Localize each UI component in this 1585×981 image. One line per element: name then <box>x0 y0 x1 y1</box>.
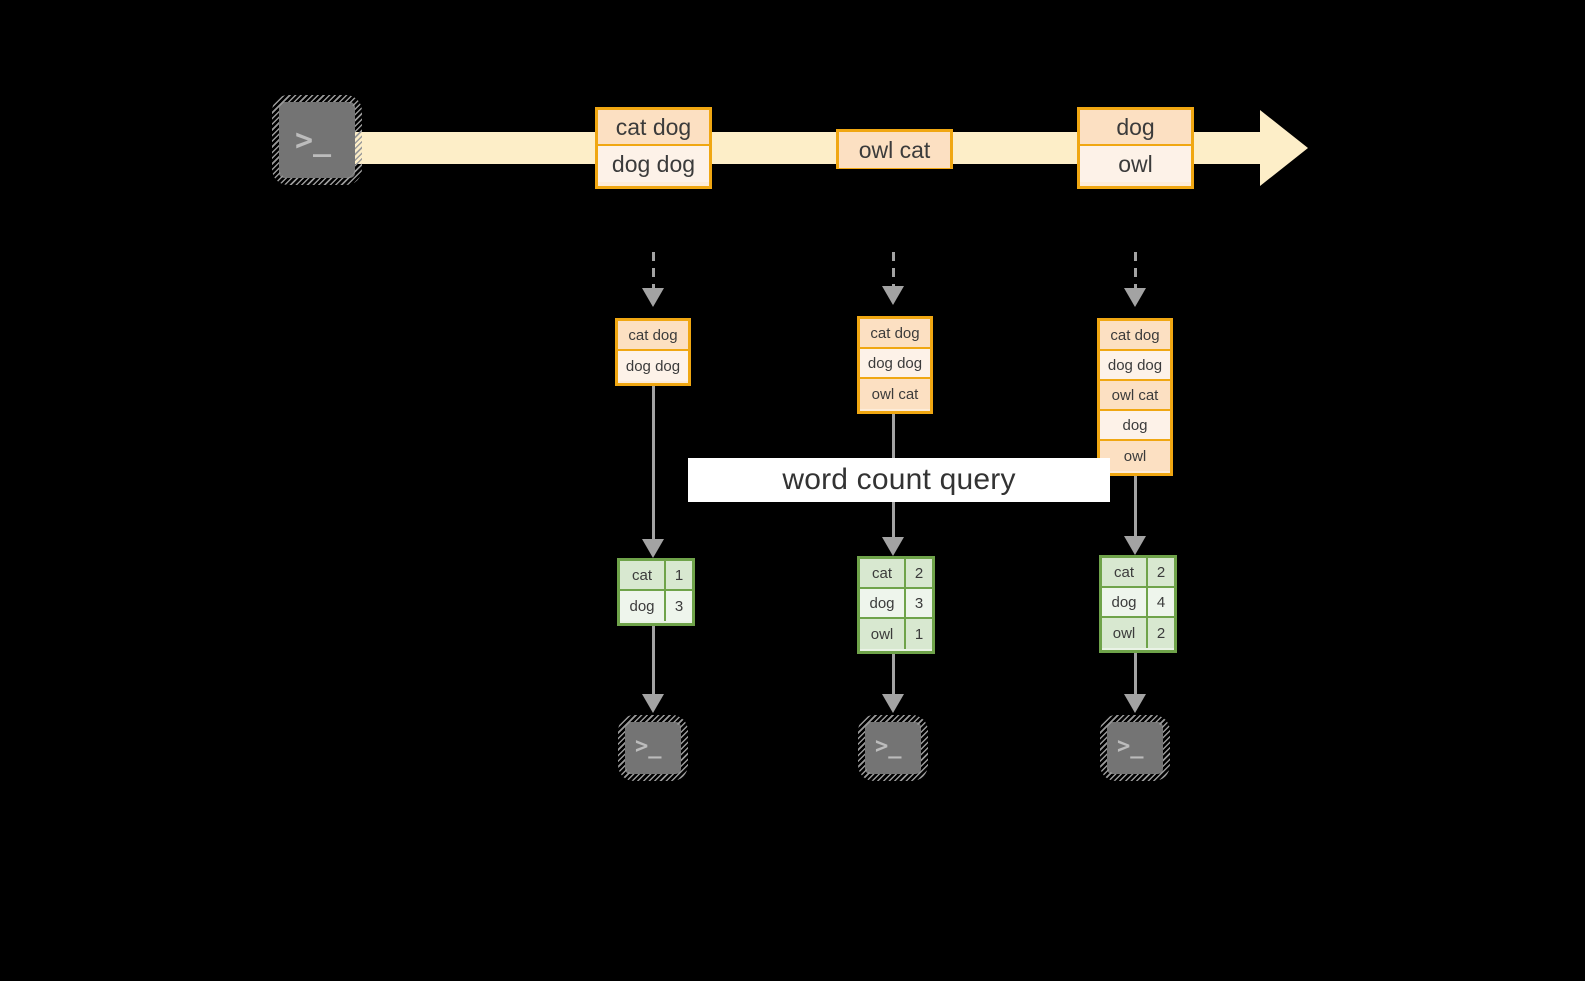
snapshot-input-box[interactable]: cat dog dog dog owl cat dog owl <box>1097 318 1173 476</box>
snapshot-input-line: dog dog <box>1100 351 1170 381</box>
count-cell: 1 <box>906 619 932 649</box>
arrowhead-icon <box>1124 536 1146 555</box>
word-cell: dog <box>860 589 906 617</box>
snapshot-input-line: cat dog <box>618 321 688 351</box>
terminal-prompt-glyph: >_ <box>295 123 332 158</box>
consumer-terminal-icon[interactable]: >_ <box>1100 715 1170 781</box>
word-cell: dog <box>1102 588 1148 616</box>
count-cell: 3 <box>666 591 692 621</box>
terminal-screen: >_ <box>279 102 355 178</box>
word-cell: cat <box>860 559 906 587</box>
word-cell: cat <box>620 561 666 589</box>
count-cell: 1 <box>666 561 692 589</box>
terminal-prompt-glyph: >_ <box>635 734 662 759</box>
arrowhead-icon <box>882 537 904 556</box>
arrowhead-icon <box>882 286 904 305</box>
arrowhead-icon <box>1124 288 1146 307</box>
arrowhead-icon <box>1124 694 1146 713</box>
word-count-table[interactable]: cat 1 dog 3 <box>617 558 695 626</box>
stream-tap-connector <box>651 252 655 298</box>
terminal-screen: >_ <box>1107 722 1163 774</box>
terminal-prompt-glyph: >_ <box>1117 734 1144 759</box>
table-row: cat 2 <box>860 559 932 589</box>
consumer-terminal-icon[interactable]: >_ <box>618 715 688 781</box>
table-row: dog 3 <box>620 591 692 621</box>
snapshot-input-line: dog dog <box>618 351 688 381</box>
stream-tap-connector <box>1133 252 1137 298</box>
word-cell: dog <box>620 591 666 621</box>
word-cell: owl <box>1102 618 1148 648</box>
stream-tap-connector <box>891 252 895 296</box>
table-row: dog 3 <box>860 589 932 619</box>
query-connector <box>651 386 655 544</box>
word-count-table[interactable]: cat 2 dog 4 owl 2 <box>1099 555 1177 653</box>
snapshot-input-line: owl cat <box>1100 381 1170 411</box>
stream-arrow-icon <box>330 110 1310 186</box>
snapshot-input-line: cat dog <box>1100 321 1170 351</box>
snapshot-input-box[interactable]: cat dog dog dog owl cat <box>857 316 933 414</box>
stream-message-line: dog <box>1080 110 1191 146</box>
word-cell: cat <box>1102 558 1148 586</box>
consumer-terminal-icon[interactable]: >_ <box>858 715 928 781</box>
stream-message-box[interactable]: owl cat <box>836 129 953 169</box>
snapshot-input-line: owl <box>1100 441 1170 471</box>
arrowhead-icon <box>642 539 664 558</box>
terminal-prompt-glyph: >_ <box>875 734 902 759</box>
terminal-screen: >_ <box>865 722 921 774</box>
snapshot-input-line: cat dog <box>860 319 930 349</box>
snapshot-input-box[interactable]: cat dog dog dog <box>615 318 691 386</box>
arrowhead-icon <box>882 694 904 713</box>
count-cell: 4 <box>1148 588 1174 616</box>
output-connector <box>651 626 655 698</box>
word-cell: owl <box>860 619 906 649</box>
query-label-text: word count query <box>782 463 1016 496</box>
stream-message-line: cat dog <box>598 110 709 146</box>
table-row: cat 1 <box>620 561 692 591</box>
table-row: cat 2 <box>1102 558 1174 588</box>
stream-message-line: owl <box>1080 146 1191 182</box>
output-connector <box>891 654 895 698</box>
table-row: owl 1 <box>860 619 932 649</box>
word-count-table[interactable]: cat 2 dog 3 owl 1 <box>857 556 935 654</box>
stream-message-line: dog dog <box>598 146 709 182</box>
table-row: dog 4 <box>1102 588 1174 618</box>
output-connector <box>1133 653 1137 698</box>
stream-message-line: owl cat <box>839 132 950 168</box>
arrowhead-icon <box>642 288 664 307</box>
count-cell: 2 <box>1148 618 1174 648</box>
producer-terminal-icon[interactable]: >_ <box>272 95 362 185</box>
arrowhead-icon <box>642 694 664 713</box>
query-label: word count query <box>688 458 1110 502</box>
count-cell: 2 <box>906 559 932 587</box>
stream-message-box[interactable]: dog owl <box>1077 107 1194 189</box>
count-cell: 2 <box>1148 558 1174 586</box>
query-connector <box>1133 476 1137 542</box>
count-cell: 3 <box>906 589 932 617</box>
stream-message-box[interactable]: cat dog dog dog <box>595 107 712 189</box>
snapshot-input-line: dog dog <box>860 349 930 379</box>
terminal-screen: >_ <box>625 722 681 774</box>
snapshot-input-line: owl cat <box>860 379 930 409</box>
snapshot-input-line: dog <box>1100 411 1170 441</box>
table-row: owl 2 <box>1102 618 1174 648</box>
